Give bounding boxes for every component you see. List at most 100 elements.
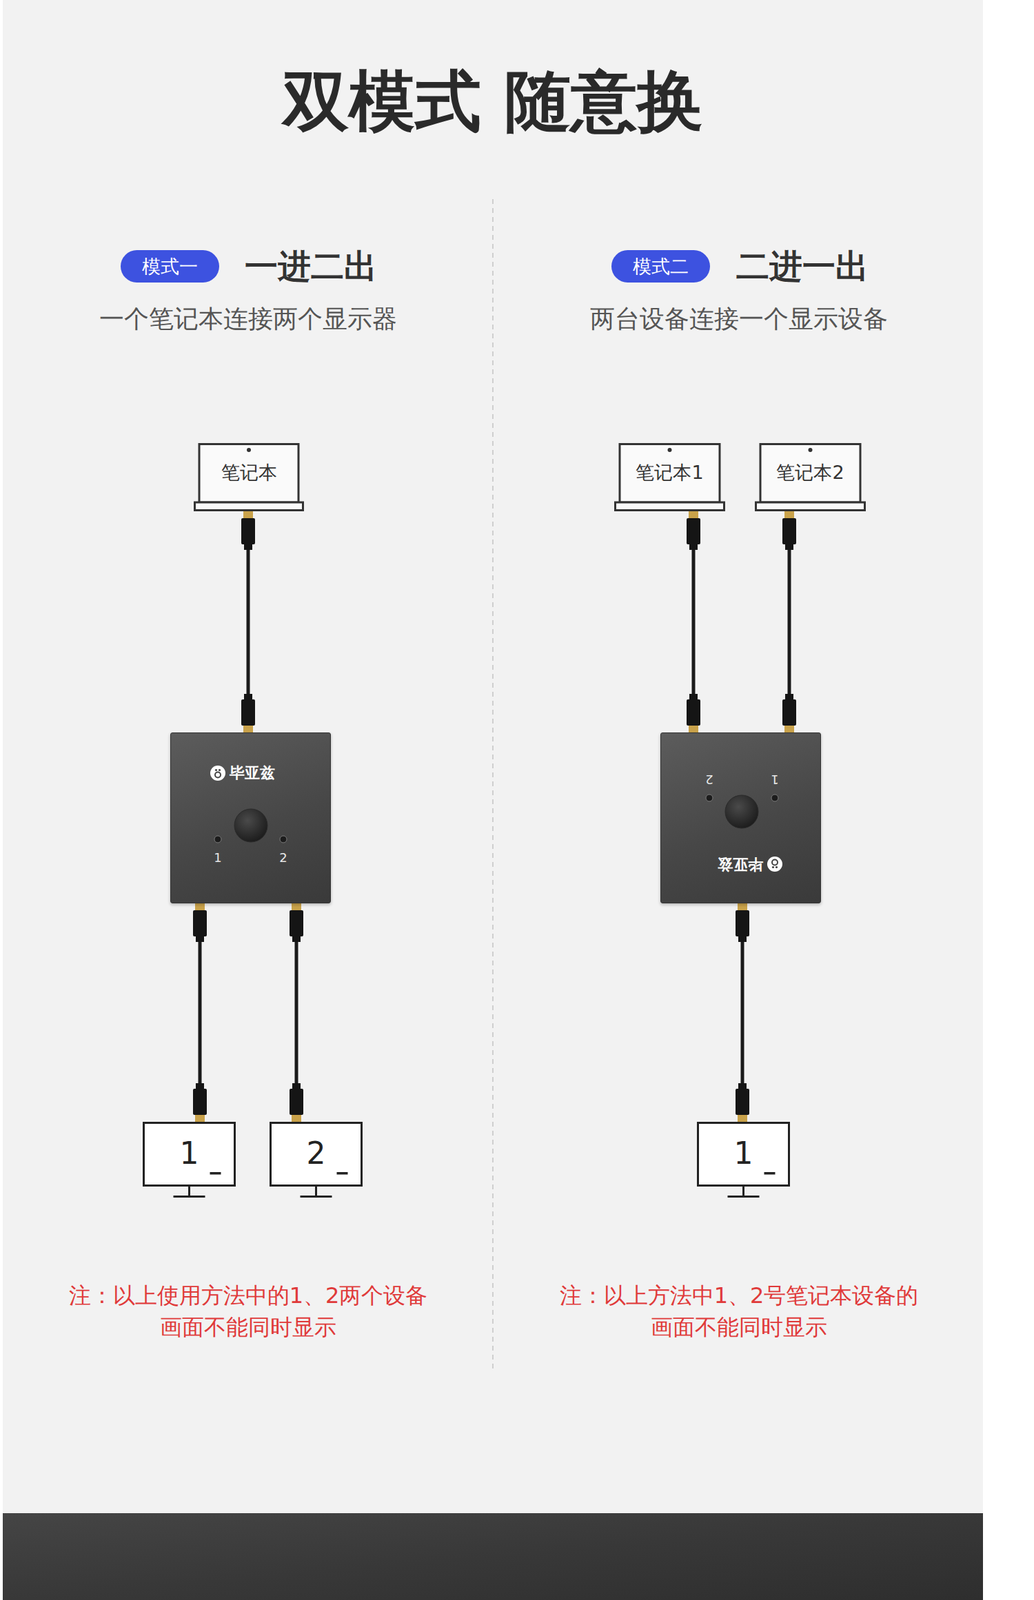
laptop-label: 笔记本2 xyxy=(776,461,844,484)
label-slot: 一个笔记本连接两个显示器 xyxy=(99,303,398,334)
monitor-icon: 1 xyxy=(142,1122,236,1200)
laptop-base xyxy=(195,502,304,511)
node-outline xyxy=(170,733,332,905)
plug-neck xyxy=(738,936,747,943)
plug-neck xyxy=(195,1083,205,1090)
label-slot: 二进一出 xyxy=(736,246,869,287)
label-slot: 两台设备连接一个显示设备 xyxy=(590,303,888,334)
plug-body xyxy=(782,699,797,726)
plug-neck xyxy=(738,1083,747,1090)
monitor-screen xyxy=(144,1123,236,1187)
hdmi-switch: 2 1 毕亚兹 xyxy=(660,732,821,904)
plug-body xyxy=(782,518,797,545)
plug-neck xyxy=(689,694,698,700)
status-led xyxy=(279,836,287,844)
badge-text: 模式二 xyxy=(632,255,689,278)
laptop-screen xyxy=(199,444,299,504)
plug-neck xyxy=(244,544,253,551)
text-slot: 1 xyxy=(734,1137,754,1171)
brand-icon-mark xyxy=(775,866,778,869)
brand-logo: 毕亚兹 xyxy=(229,764,276,783)
monitor-neck xyxy=(742,1186,745,1197)
hdmi-cable xyxy=(289,903,304,1123)
note-text: 注：以上方法中1、2号笔记本设备的 画面不能同时显示 xyxy=(532,1280,946,1344)
monitor-screen xyxy=(270,1123,362,1187)
monitor-icon: 1 xyxy=(696,1122,790,1200)
text-slot: 模式二 xyxy=(632,255,689,278)
plug-tip xyxy=(243,725,253,733)
text-slot: 1 xyxy=(770,772,779,788)
status-led xyxy=(705,794,713,802)
plug-tip xyxy=(195,1115,205,1123)
brand-icon-mark xyxy=(772,860,778,866)
plug-body xyxy=(686,518,701,545)
cursor-mark xyxy=(337,1172,349,1176)
monitor-foot xyxy=(173,1195,206,1199)
text-slot: 模式一 xyxy=(142,255,198,278)
port-number: 2 xyxy=(705,772,713,788)
monitor-screen xyxy=(698,1123,790,1187)
brand-icon-disc xyxy=(767,856,783,873)
plug-neck xyxy=(785,694,794,700)
plug-neck xyxy=(292,936,301,943)
hdmi-cable xyxy=(735,903,750,1123)
port-number: 1 xyxy=(213,850,222,866)
monitor-number: 1 xyxy=(734,1137,754,1171)
monitor-number: 1 xyxy=(179,1137,200,1171)
brand-icon-mark xyxy=(772,866,775,869)
plug-body xyxy=(193,910,207,937)
monitor-icon: 2 xyxy=(269,1122,363,1200)
plug-body xyxy=(289,1089,304,1116)
laptop-camera xyxy=(246,448,251,453)
plug-body xyxy=(735,910,750,937)
divider-line xyxy=(492,199,494,1374)
text-slot: 1 xyxy=(213,850,222,866)
plug-neck xyxy=(244,694,253,700)
plug-neck xyxy=(292,1083,301,1090)
plug-body xyxy=(193,1089,207,1116)
plug-tip xyxy=(291,903,302,911)
status-led xyxy=(771,794,779,802)
monitor-foot xyxy=(300,1195,333,1199)
switch-button xyxy=(234,809,268,843)
hdmi-cable xyxy=(241,511,256,733)
plug-neck xyxy=(785,544,794,551)
label-slot: 注：以上方法中1、2号笔记本设备的 画面不能同时显示 xyxy=(532,1280,946,1344)
plug-tip xyxy=(291,1115,302,1123)
plug-neck xyxy=(195,936,205,943)
mode-badge: 模式一 xyxy=(120,250,220,283)
monitor-number: 2 xyxy=(306,1137,327,1171)
title-slot: 双模式 随意换 xyxy=(282,62,703,142)
laptop-camera xyxy=(808,448,813,453)
brand-icon-mark xyxy=(215,769,218,772)
brand-icon xyxy=(767,856,783,873)
plug-tip xyxy=(688,725,699,733)
plug-tip xyxy=(784,725,795,733)
port-number: 2 xyxy=(279,850,287,866)
monitor-neck xyxy=(188,1186,191,1197)
hdmi-cable xyxy=(782,511,797,733)
plug-neck xyxy=(689,544,698,551)
node-outline xyxy=(661,733,822,905)
laptop-camera xyxy=(667,448,673,453)
brand-icon-mark xyxy=(215,772,221,779)
text-slot: 2 xyxy=(279,850,287,866)
brand-logo: 毕亚兹 xyxy=(717,855,764,874)
laptop-base xyxy=(615,502,725,511)
monitor-neck xyxy=(315,1186,318,1197)
text-slot: 毕亚兹 xyxy=(717,855,764,874)
laptop-icon: 笔记本2 xyxy=(754,443,866,512)
laptop-label: 笔记本 xyxy=(221,461,278,484)
hdmi-switch: 毕亚兹 1 2 xyxy=(170,732,331,904)
brand-icon xyxy=(210,765,226,782)
plug-body xyxy=(686,699,701,726)
laptop-icon: 笔记本1 xyxy=(614,443,726,512)
plug-tip xyxy=(737,903,748,911)
label-slot: 一进二出 xyxy=(244,246,378,287)
badge-text: 模式一 xyxy=(142,255,198,278)
text-slot: 笔记本 xyxy=(221,461,278,484)
cursor-mark xyxy=(764,1172,776,1176)
